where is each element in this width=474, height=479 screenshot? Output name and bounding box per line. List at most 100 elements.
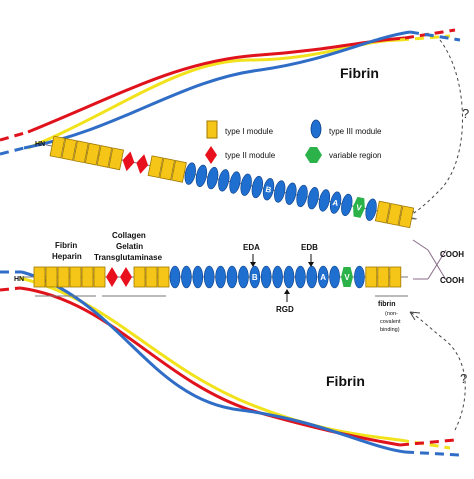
chain-bottom-type3-module — [238, 265, 249, 289]
chain-top-module-letter-a: A — [332, 198, 340, 208]
dashed-arrow-bottom-head — [409, 311, 421, 321]
chain-bottom-type3-module — [181, 265, 192, 289]
chain-top-type1-module — [147, 155, 164, 179]
legend-type2-label: type II module — [225, 151, 276, 160]
chain-bottom-type1-module — [157, 266, 170, 288]
chain-bottom-type3-module-extra-a — [317, 265, 329, 289]
fibrin-strand-red-top — [27, 36, 406, 134]
fibrin-strand-yellow-bottom — [19, 276, 401, 442]
collagen-label-1: Collagen — [112, 231, 146, 240]
hn-terminal-top: HN — [35, 141, 45, 148]
collagen-label-3: Transglutaminase — [94, 253, 163, 262]
chain-bottom-variable-region — [341, 267, 353, 287]
chain-bottom-module-letter-a: A — [320, 273, 326, 282]
dashed-arrow-bottom — [409, 311, 466, 431]
edb-label: EDB — [301, 243, 318, 252]
question-mark-bottom: ? — [460, 371, 467, 386]
chain-top-type3-module — [274, 180, 286, 203]
legend-variable-label: variable region — [329, 151, 381, 160]
fibronectin-chain-top: B A V — [46, 135, 417, 229]
chain-top-type1-module — [171, 160, 187, 183]
fibrin-label-top: Fibrin — [340, 65, 379, 81]
legend-variable-swatch — [305, 147, 322, 163]
edb-arrow-head — [308, 262, 314, 267]
chain-bottom-type1-module — [145, 266, 158, 288]
eda-arrow-head — [250, 262, 256, 267]
domain-annotations: Fibrin Heparin Collagen Gelatin Transglu… — [35, 231, 408, 333]
chain-top-type1-module — [108, 147, 125, 171]
fibrin-c-label-2: (non- — [385, 311, 398, 317]
chain-bottom-type1-module — [57, 266, 70, 288]
chain-bottom-type3-module — [226, 265, 238, 289]
fibrin-heparin-label-1: Fibrin — [55, 241, 77, 250]
chain-top-type3-module — [206, 166, 219, 190]
cooh-terminal-top: COOH — [440, 250, 464, 259]
chain-bottom-type2-module — [106, 267, 118, 287]
chain-top-type3-module — [341, 193, 353, 217]
chain-top-type3-module-extra-b — [262, 178, 275, 201]
fibrin-strand-yellow-bottom-dash — [399, 438, 451, 450]
chain-bottom-type2-module — [120, 267, 132, 287]
chain-bottom-type3-module — [272, 265, 283, 289]
chain-bottom-type1-module — [93, 266, 106, 288]
chain-bottom-type1-module — [81, 266, 94, 288]
chain-top-type3-module — [229, 171, 241, 194]
fibrin-c-label-3: covalent — [380, 319, 401, 325]
fibrin-strands-bottom — [0, 270, 461, 457]
chain-top-type1-module — [84, 142, 101, 166]
chain-bottom-module-letter-v: V — [344, 273, 350, 282]
chain-top-type2-module — [136, 154, 149, 174]
chain-top-variable-region — [353, 196, 365, 218]
fibrin-c-label-4: binding) — [380, 327, 400, 333]
chain-bottom-type1-module — [45, 266, 58, 288]
chain-bottom-type3-module — [283, 265, 295, 289]
collagen-label-2: Gelatin — [116, 242, 143, 251]
chain-bottom-type3-module — [295, 265, 306, 289]
chain-top-type1-module — [96, 145, 113, 168]
legend-type2-swatch — [205, 146, 217, 164]
chain-top-type3-module — [218, 169, 230, 192]
fibrin-strands-top — [0, 28, 461, 156]
chain-top-type1-module — [159, 157, 176, 181]
fibrin-strand-left-dash-top-2 — [0, 146, 25, 156]
fibrin-c-label-1: fibrin — [378, 301, 396, 308]
chain-top-type3-module — [296, 184, 308, 208]
chain-bottom-type1-module — [377, 266, 390, 288]
chain-top-module-letter-b: B — [265, 185, 273, 195]
chain-bottom-type1-module — [389, 266, 402, 288]
chain-top-type3-module — [240, 173, 252, 196]
chain-top-type1-module — [49, 135, 66, 159]
chain-top-type3-module — [318, 189, 331, 212]
dashed-arrow-top — [405, 39, 463, 219]
chain-bottom-type3-module-extra-b — [249, 265, 261, 289]
chain-bottom-type3-module — [260, 265, 272, 289]
chain-top-type1-module — [73, 140, 89, 164]
chain-bottom-type3-module — [169, 265, 181, 289]
legend: type I module type II module type III mo… — [205, 119, 382, 164]
chain-bottom-type3-module — [192, 265, 204, 289]
chain-top-type3-module — [195, 164, 208, 187]
rgd-label: RGD — [276, 305, 294, 314]
disulfide-crosslink — [412, 239, 447, 281]
crosslink-x-2 — [427, 249, 447, 280]
chain-top-type2-module — [122, 151, 135, 172]
legend-type3-swatch — [310, 119, 322, 139]
hn-terminal-bottom: HN — [14, 276, 24, 283]
legend-type1-label: type I module — [225, 127, 274, 136]
chain-bottom-type1-module — [69, 266, 82, 288]
chain-top-module-letter-v: V — [355, 203, 363, 213]
chain-bottom-type1-module — [33, 266, 46, 288]
fibrin-strand-red-top-dash — [404, 28, 456, 40]
chain-top-type3-module — [285, 182, 297, 205]
fibrin-strand-red-bottom-dash — [399, 438, 456, 447]
chain-bottom-type3-module — [215, 265, 226, 289]
chain-top-type3-module — [307, 187, 319, 210]
chain-bottom-type3-module — [306, 265, 318, 289]
rgd-arrow-head — [284, 289, 290, 294]
chain-top-type1-module — [398, 205, 415, 229]
fibrin-strand-blue-top — [23, 30, 411, 150]
chain-bottom-type3-module — [329, 265, 340, 289]
